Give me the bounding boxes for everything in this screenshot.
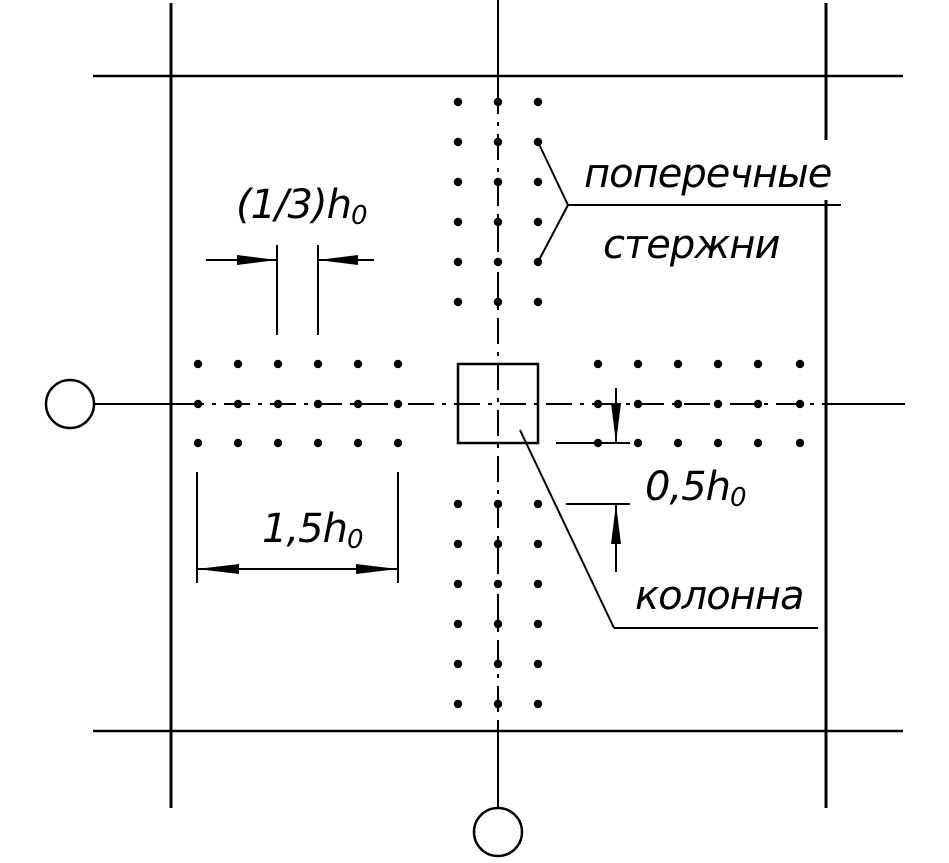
bar-dot-left	[273, 438, 283, 448]
callout-leader-upper	[537, 141, 569, 206]
bar-dot-top	[453, 97, 463, 107]
bar-dot-bottom	[453, 659, 463, 669]
column-callout: колонна	[519, 429, 818, 629]
bar-dot-bottom	[493, 579, 503, 589]
bar-dot-bottom	[453, 579, 463, 589]
bar-dot-top	[533, 297, 543, 307]
bar-dot-left	[273, 399, 283, 409]
bar-dot-right	[713, 438, 723, 448]
bar-dot-bottom	[453, 699, 463, 709]
bar-dot-left	[193, 399, 203, 409]
bar-dot-top	[453, 177, 463, 187]
bar-dot-right	[593, 399, 603, 409]
callout-leader-lower	[537, 204, 569, 263]
offset-arrow-bottom	[611, 504, 621, 544]
offset-arrow-top	[611, 403, 621, 443]
bar-dot-right	[795, 438, 805, 448]
bar-dot-left	[233, 399, 243, 409]
bar-dot-left	[353, 438, 363, 448]
bar-dot-left	[313, 359, 323, 369]
width-label: 1,5h0	[262, 506, 363, 555]
bar-dot-right	[753, 359, 763, 369]
bar-dot-top	[453, 137, 463, 147]
bar-dot-left	[353, 399, 363, 409]
bar-dot-right	[633, 359, 643, 369]
bar-dot-bottom	[533, 619, 543, 629]
bar-dot-bottom	[493, 539, 503, 549]
bar-dot-right	[713, 359, 723, 369]
width-dimension: 1,5h0	[196, 472, 399, 583]
bar-dot-left	[313, 399, 323, 409]
bar-dot-top	[453, 297, 463, 307]
bar-dot-left	[233, 438, 243, 448]
width-arrow-left	[197, 564, 239, 574]
bar-dot-top	[493, 97, 503, 107]
bar-dot-right	[795, 399, 805, 409]
width-arrow-right	[356, 564, 398, 574]
bar-dot-right	[673, 399, 683, 409]
bar-dot-left	[313, 438, 323, 448]
offset-label: 0,5h0	[645, 464, 746, 513]
transverse-bars-label-line2: стержни	[603, 222, 779, 268]
transverse-bar-dots	[193, 97, 805, 709]
bar-dot-bottom	[453, 539, 463, 549]
bar-dot-left	[393, 399, 403, 409]
bar-dot-right	[593, 359, 603, 369]
spacing-label: (1/3)h0	[236, 182, 367, 231]
bar-dot-bottom	[533, 579, 543, 589]
axis-marker-bottom	[472, 806, 524, 858]
bar-dot-top	[493, 257, 503, 267]
bar-dot-bottom	[533, 539, 543, 549]
bar-dot-top	[493, 217, 503, 227]
spacing-arrow-left	[237, 255, 277, 265]
spacing-dimension: (1/3)h0	[206, 182, 374, 335]
bar-dot-left	[193, 359, 203, 369]
bar-dot-right	[795, 359, 805, 369]
spacing-arrow-right	[318, 255, 358, 265]
bar-dot-top	[533, 177, 543, 187]
bar-dot-right	[753, 399, 763, 409]
bar-dot-bottom	[493, 699, 503, 709]
column-label: колонна	[635, 573, 804, 619]
bar-dot-left	[393, 438, 403, 448]
bar-dot-bottom	[453, 619, 463, 629]
bar-dot-left	[273, 359, 283, 369]
offset-dimension: 0,5h0	[556, 388, 747, 572]
bar-dot-bottom	[533, 699, 543, 709]
bar-dot-right	[633, 438, 643, 448]
axis-marker-left	[44, 378, 96, 430]
bar-dot-top	[533, 97, 543, 107]
bar-dot-right	[673, 438, 683, 448]
axes	[44, 0, 905, 858]
bar-dot-right	[713, 399, 723, 409]
bar-dot-right	[633, 399, 643, 409]
bar-dot-left	[353, 359, 363, 369]
bar-dot-bottom	[493, 619, 503, 629]
bar-dot-top	[493, 177, 503, 187]
column-section	[456, 362, 540, 445]
bar-dot-bottom	[533, 499, 543, 509]
bar-dot-right	[753, 438, 763, 448]
bar-dot-top	[533, 217, 543, 227]
bar-dot-top	[493, 137, 503, 147]
bar-dot-right	[673, 359, 683, 369]
bar-dot-bottom	[533, 659, 543, 669]
bar-dot-bottom	[453, 499, 463, 509]
transverse-bars-label-line1: поперечные	[584, 151, 831, 197]
bar-dot-top	[493, 297, 503, 307]
bar-dot-left	[393, 359, 403, 369]
transverse-bars-callout: поперечные стержни	[537, 141, 841, 268]
bar-dot-bottom	[493, 659, 503, 669]
column-leader	[519, 429, 615, 629]
bar-dot-left	[193, 438, 203, 448]
bar-dot-top	[453, 257, 463, 267]
bar-dot-left	[233, 359, 243, 369]
bar-dot-top	[453, 217, 463, 227]
bar-dot-bottom	[493, 499, 503, 509]
